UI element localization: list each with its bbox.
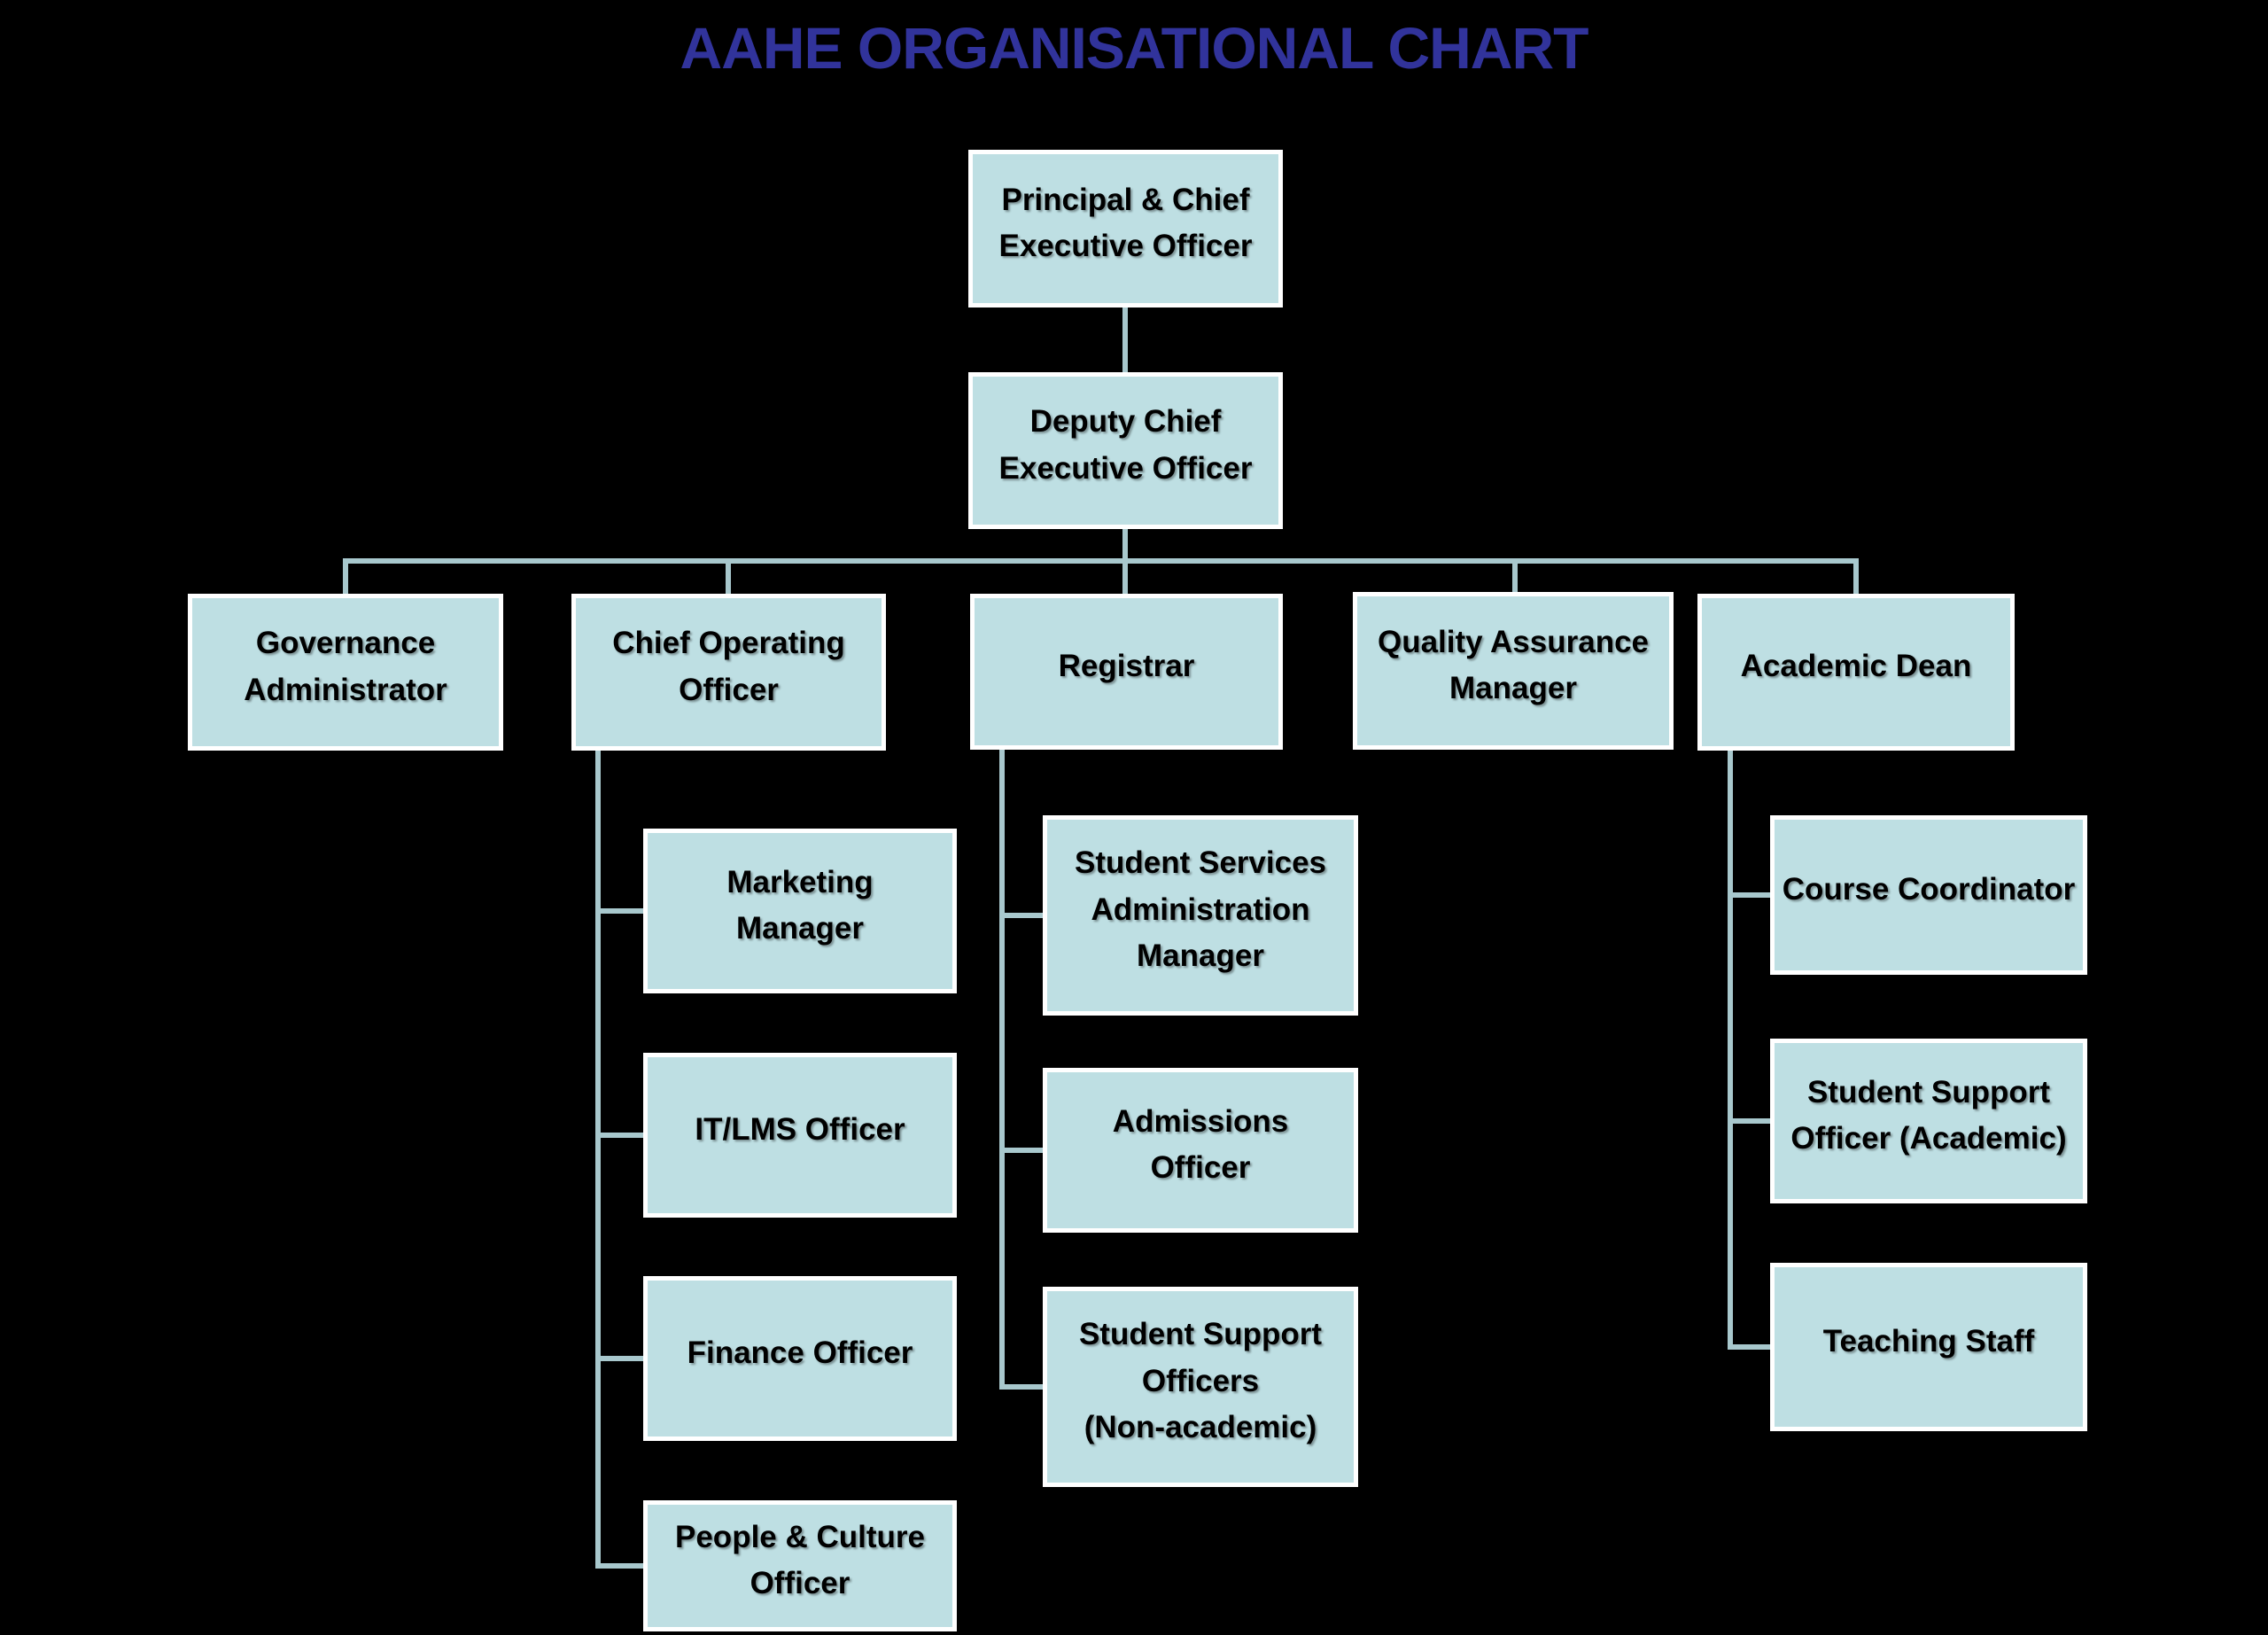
org-node-label: Student Services Administration Manager: [1075, 845, 1326, 974]
org-node-label: Student Support Officer (Academic): [1790, 1074, 2067, 1156]
org-node-it-lms-officer: IT/LMS Officer: [643, 1053, 957, 1218]
org-node-admissions-officer: Admissions Officer: [1043, 1068, 1358, 1233]
connector-drop-dean: [1853, 558, 1859, 594]
connector-rail-level2: [343, 558, 1859, 564]
org-node-label: Deputy Chief Executive Officer: [998, 404, 1253, 486]
org-node-label: Registrar: [1058, 648, 1195, 683]
org-node-label: Principal & Chief Executive Officer: [998, 182, 1253, 264]
org-node-label: Finance Officer: [687, 1335, 913, 1370]
org-node-finance-officer: Finance Officer: [643, 1276, 957, 1441]
connector-rail-coo-children: [595, 751, 601, 1569]
connector-principal-deputy: [1122, 308, 1128, 373]
connector-drop-qa: [1512, 564, 1518, 594]
connector-stub-sso-non-academic: [999, 1384, 1045, 1390]
connector-rail-dean-children: [1728, 751, 1733, 1350]
connector-stub-sso-academic: [1728, 1118, 1773, 1124]
connector-stub-marketing: [595, 908, 645, 914]
org-node-label: Course Coordinator: [1782, 871, 2076, 907]
connector-drop-governance: [343, 558, 348, 594]
connector-stub-course-coordinator: [1728, 892, 1773, 898]
org-node-student-services-admin-manager: Student Services Administration Manager: [1043, 815, 1358, 1016]
connector-stub-admissions: [999, 1148, 1045, 1153]
org-node-label: Student Support Officers (Non-academic): [1078, 1317, 1323, 1445]
org-node-people-culture-officer: People & Culture Officer: [643, 1500, 957, 1631]
org-node-quality-assurance-manager: Quality Assurance Manager: [1353, 592, 1674, 750]
org-node-governance-administrator: Governance Administrator: [188, 594, 503, 751]
org-node-student-support-officer-academic: Student Support Officer (Academic): [1770, 1039, 2087, 1203]
connector-stub-itlms: [595, 1133, 645, 1138]
chart-title: AAHE ORGANISATIONAL CHART: [680, 15, 1589, 81]
connector-stub-teaching-staff: [1728, 1344, 1773, 1350]
org-node-deputy-ceo: Deputy Chief Executive Officer: [968, 372, 1283, 529]
org-node-chief-operating-officer: Chief Operating Officer: [571, 594, 886, 751]
org-node-label: Teaching Staff: [1822, 1323, 2035, 1359]
connector-drop-coo: [726, 564, 731, 594]
connector-stub-finance: [595, 1356, 645, 1361]
org-node-student-support-officers-non-academic: Student Support Officers (Non-academic): [1043, 1287, 1358, 1487]
org-node-registrar: Registrar: [970, 594, 1283, 750]
org-node-marketing-manager: Marketing Manager: [643, 829, 957, 993]
org-node-label: Marketing Manager: [726, 864, 874, 946]
connector-stub-people-culture: [595, 1563, 645, 1569]
connector-stub-student-services: [999, 913, 1045, 918]
org-node-label: Admissions Officer: [1112, 1103, 1289, 1186]
org-node-academic-dean: Academic Dean: [1697, 594, 2015, 751]
org-node-label: People & Culture Officer: [675, 1519, 925, 1601]
org-node-principal-ceo: Principal & Chief Executive Officer: [968, 150, 1283, 308]
org-node-label: Governance Administrator: [244, 626, 447, 707]
org-node-label: IT/LMS Officer: [695, 1111, 905, 1147]
connector-rail-registrar-children: [999, 749, 1005, 1390]
org-node-label: Quality Assurance Manager: [1377, 624, 1650, 706]
org-node-label: Academic Dean: [1740, 649, 1972, 684]
org-node-course-coordinator: Course Coordinator: [1770, 815, 2087, 975]
org-node-teaching-staff: Teaching Staff: [1770, 1263, 2087, 1431]
org-node-label: Chief Operating Officer: [612, 626, 845, 707]
